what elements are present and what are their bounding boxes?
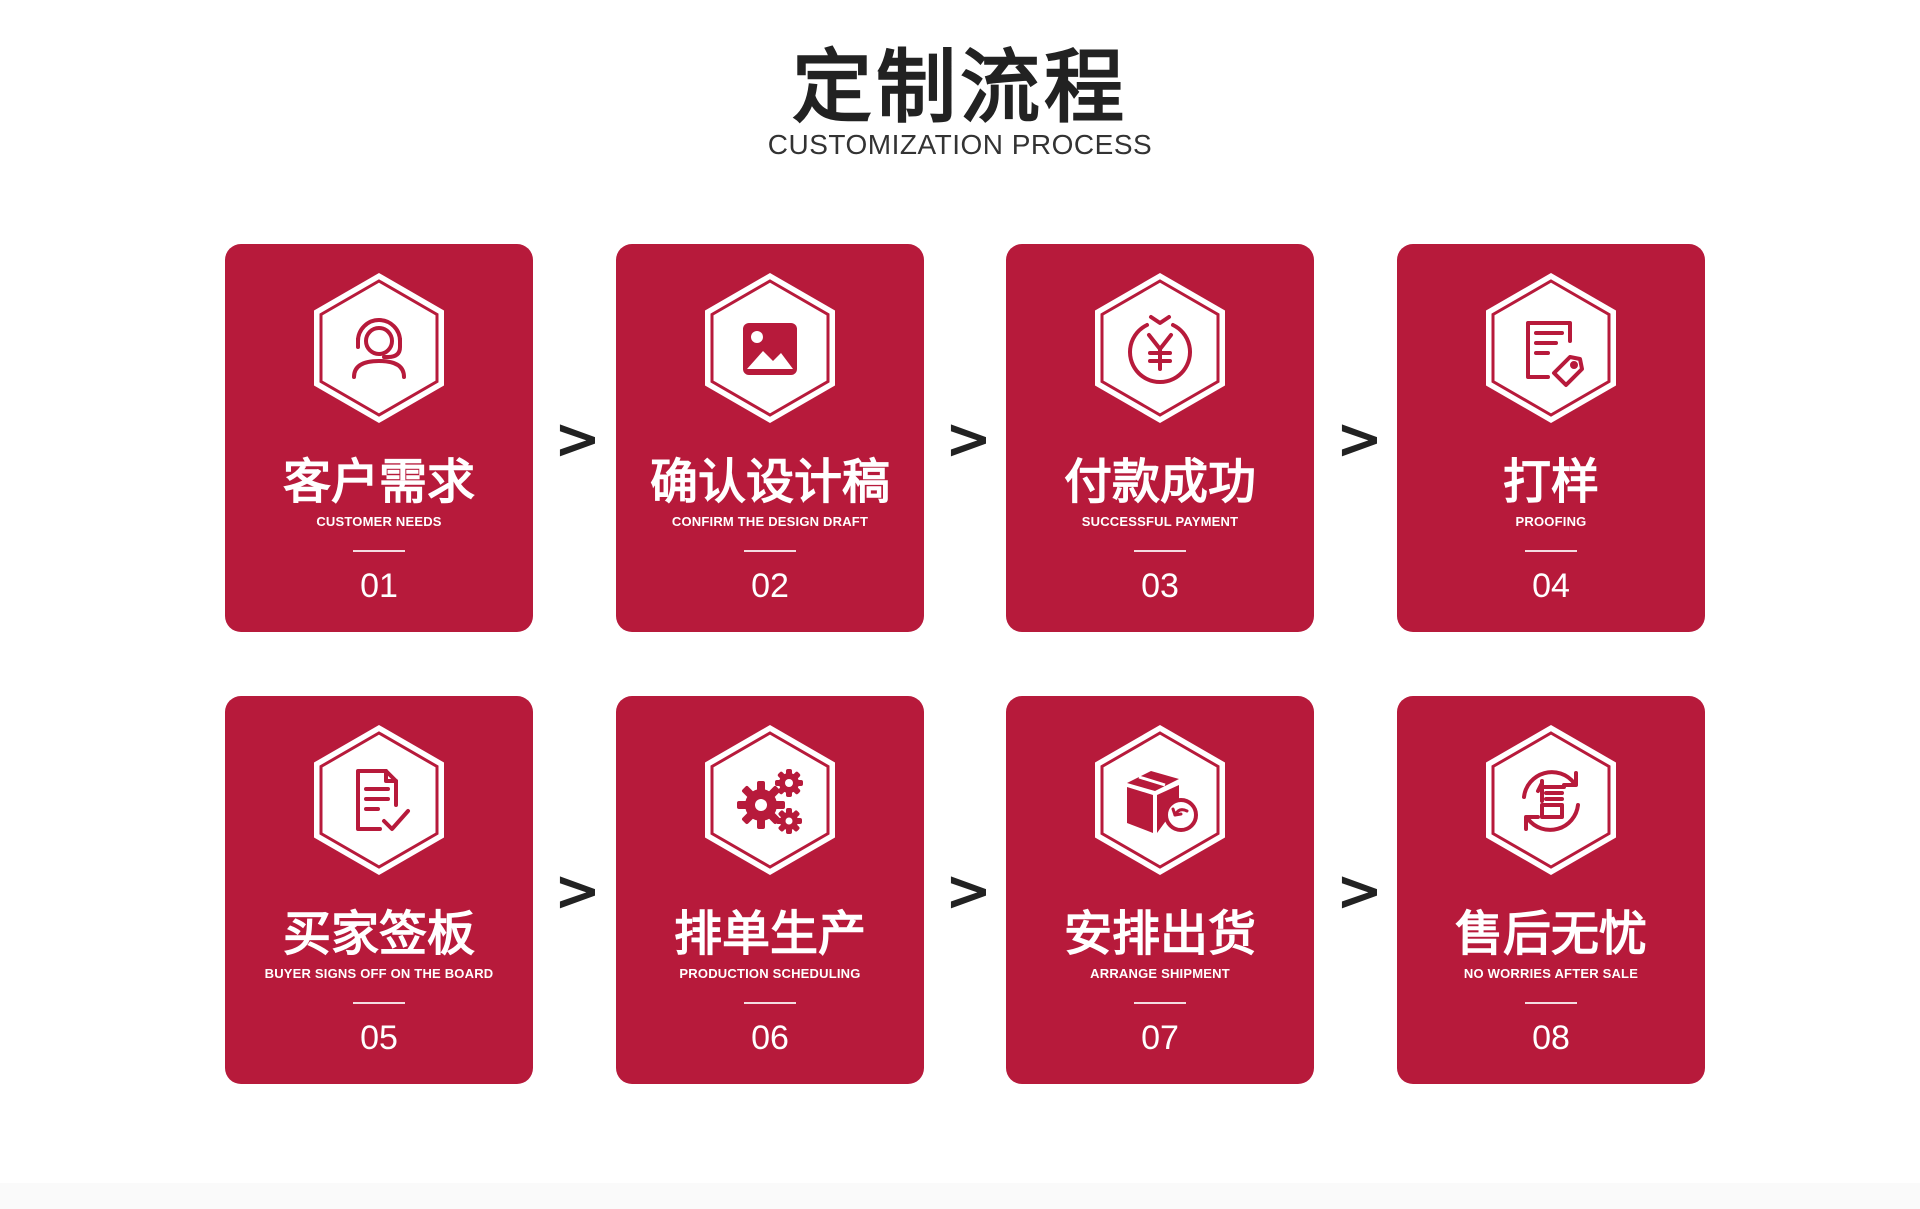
headset-agent-icon xyxy=(314,273,444,423)
step-title: 安排出货 xyxy=(1063,906,1256,962)
document-edit-tag-icon xyxy=(1486,273,1616,423)
step-subtitle: SUCCESSFUL PAYMENT xyxy=(1081,514,1239,529)
divider xyxy=(353,550,405,552)
gears-icon xyxy=(705,725,835,875)
page-title: 定制流程 xyxy=(792,41,1128,134)
step-subtitle: CONFIRM THE DESIGN DRAFT xyxy=(671,514,869,529)
step-title: 买家签板 xyxy=(282,906,475,962)
arrow-6-7: > xyxy=(945,859,992,924)
image-icon xyxy=(705,273,835,423)
step-card-01: 客户需求 CUSTOMER NEEDS 01 xyxy=(225,244,533,632)
divider xyxy=(744,550,796,552)
step-subtitle: ARRANGE SHIPMENT xyxy=(1090,966,1230,981)
document-check-icon xyxy=(314,725,444,875)
step-number: 06 xyxy=(751,1019,789,1057)
yuan-coin-icon xyxy=(1095,273,1225,423)
step-subtitle: PRODUCTION SCHEDULING xyxy=(679,966,861,981)
package-shipping-icon xyxy=(1095,725,1225,875)
divider xyxy=(1525,1002,1577,1004)
step-card-05: 买家签板 BUYER SIGNS OFF ON THE BOARD 05 xyxy=(225,696,533,1084)
step-number: 05 xyxy=(360,1019,398,1057)
divider xyxy=(744,1002,796,1004)
step-subtitle: CUSTOMER NEEDS xyxy=(316,514,442,529)
arrow-7-8: > xyxy=(1336,859,1383,924)
step-number: 07 xyxy=(1141,1019,1179,1057)
step-number: 04 xyxy=(1532,567,1570,605)
step-title: 售后无忧 xyxy=(1454,906,1647,962)
step-subtitle: BUYER SIGNS OFF ON THE BOARD xyxy=(264,966,494,981)
step-card-03: 付款成功 SUCCESSFUL PAYMENT 03 xyxy=(1006,244,1314,632)
step-number: 03 xyxy=(1141,567,1179,605)
arrow-3-4: > xyxy=(1336,407,1383,472)
divider xyxy=(1525,550,1577,552)
step-title: 确认设计稿 xyxy=(649,454,890,510)
after-sale-cycle-icon xyxy=(1486,725,1616,875)
arrow-5-6: > xyxy=(554,859,601,924)
arrow-1-2: > xyxy=(554,407,601,472)
step-card-04: 打样 PROOFING 04 xyxy=(1397,244,1705,632)
step-number: 08 xyxy=(1532,1019,1570,1057)
divider xyxy=(1134,550,1186,552)
step-subtitle: PROOFING xyxy=(1515,514,1587,529)
step-card-07: 安排出货 ARRANGE SHIPMENT 07 xyxy=(1006,696,1314,1084)
page-subtitle: CUSTOMIZATION PROCESS xyxy=(767,129,1153,160)
divider xyxy=(1134,1002,1186,1004)
step-number: 02 xyxy=(751,567,789,605)
arrow-2-3: > xyxy=(945,407,992,472)
step-title: 付款成功 xyxy=(1063,454,1256,510)
step-card-06: 排单生产 PRODUCTION SCHEDULING 06 xyxy=(616,696,924,1084)
step-card-02: 确认设计稿 CONFIRM THE DESIGN DRAFT 02 xyxy=(616,244,924,632)
step-subtitle: NO WORRIES AFTER SALE xyxy=(1463,966,1639,981)
step-title: 客户需求 xyxy=(282,454,475,510)
step-number: 01 xyxy=(360,567,398,605)
divider xyxy=(353,1002,405,1004)
step-card-08: 售后无忧 NO WORRIES AFTER SALE 08 xyxy=(1397,696,1705,1084)
step-title: 排单生产 xyxy=(673,906,866,962)
bottom-band xyxy=(0,1183,1920,1209)
step-title: 打样 xyxy=(1502,454,1599,510)
